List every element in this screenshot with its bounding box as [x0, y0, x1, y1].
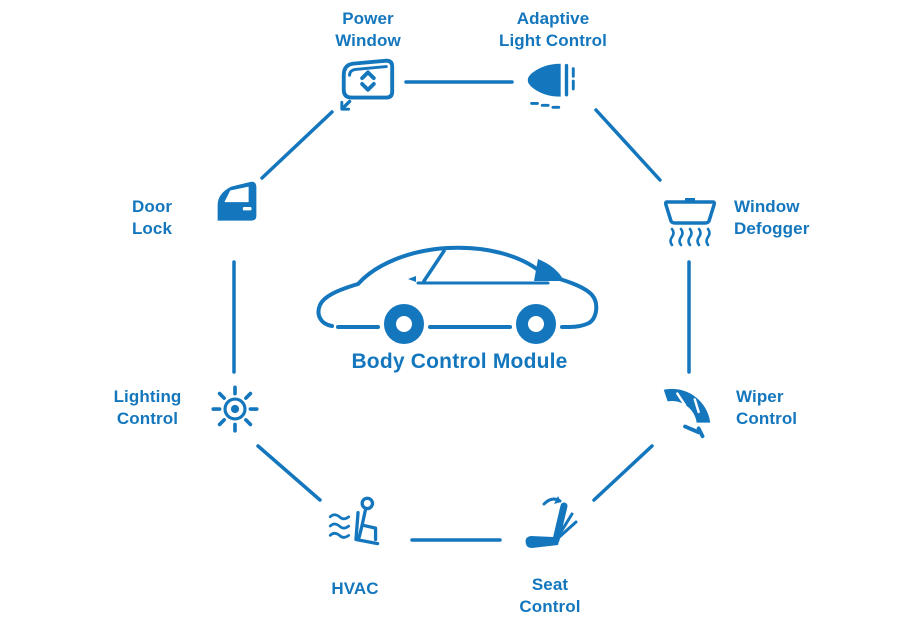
power-window-icon [336, 52, 398, 114]
wiper-control-label: Wiper Control [736, 387, 798, 429]
car-illustration [312, 226, 607, 348]
hvac-icon [324, 490, 390, 556]
adaptive-light-control-label: Adaptive Light Control [499, 9, 607, 51]
wiper-control-icon [656, 380, 718, 442]
power-window-label: Power Window [335, 9, 401, 51]
lighting-control-label: Lighting Control [113, 387, 182, 429]
diagram-title: Body Control Module [351, 350, 568, 373]
window-defogger-icon [658, 190, 722, 254]
seat-control-icon [518, 492, 582, 556]
door-lock-icon [206, 176, 268, 238]
lighting-control-icon [206, 380, 264, 438]
window-defogger-label: Window Defogger [734, 197, 810, 239]
seat-control-label: Seat Control [519, 575, 581, 617]
hvac-label: HVAC [331, 579, 379, 598]
door-lock-label: Door Lock [131, 197, 173, 239]
adaptive-light-control-icon [520, 54, 582, 116]
